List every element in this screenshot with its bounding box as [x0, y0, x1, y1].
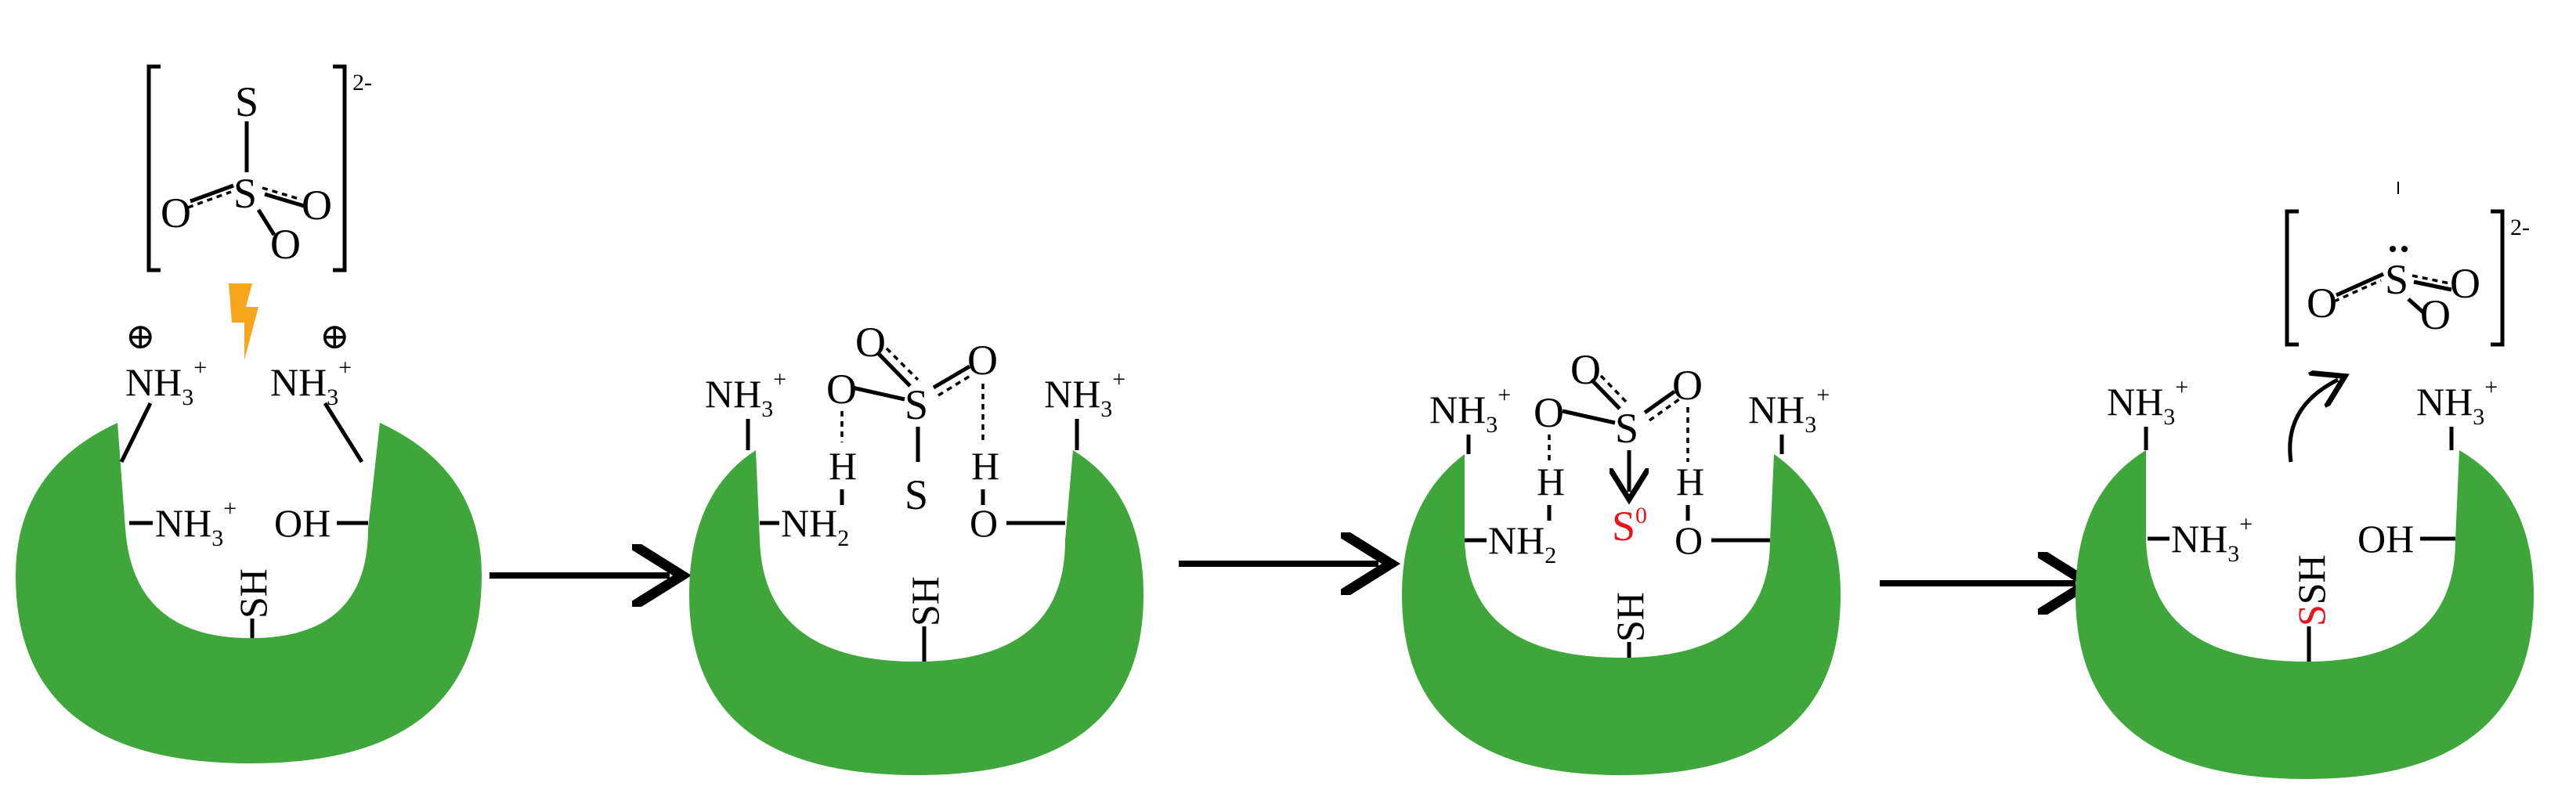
- stage-3: NH3+ NH3+ O O O S S0 H H NH2 O SH: [1402, 346, 1841, 775]
- charge-plus-left: ⊕: [125, 316, 156, 356]
- sulfate-s-central: S: [905, 381, 928, 428]
- thiosulfate-o-right: O: [302, 182, 332, 229]
- nh3-right-label: NH3+: [2416, 374, 2498, 430]
- enzyme-pocket: [689, 450, 1143, 775]
- sulfate-o-left: O: [1534, 389, 1564, 436]
- ssh-label: SSH: [2289, 554, 2333, 626]
- thiosulfate-s-terminal: S: [905, 471, 928, 518]
- nh3-inner-label: NH3+: [2171, 511, 2253, 567]
- oh-inner-label: OH: [274, 501, 331, 545]
- sulfate-o-right: O: [967, 337, 998, 384]
- nh2-inner-label: NH2: [781, 501, 849, 551]
- lightning-bolt-icon: [229, 283, 258, 360]
- charge-plus-right: ⊕: [320, 316, 350, 356]
- thiosulfate-s-central: S: [233, 170, 257, 217]
- nh3-left-label: NH3+: [2107, 374, 2188, 430]
- nh3-right-label: NH3+: [270, 355, 352, 410]
- nh3-right-label: NH3+: [1748, 382, 1830, 438]
- enzyme-pocket: [1402, 454, 1841, 775]
- o-inner-label: O: [970, 501, 998, 545]
- nh3-inner-label: NH3+: [155, 496, 237, 551]
- sh-label: SH: [903, 576, 947, 626]
- release-arrow: [2288, 380, 2338, 463]
- sulfite-charge: 2-: [2510, 215, 2530, 240]
- thiosulfate-charge: 2-: [352, 70, 372, 96]
- thiosulfate-s-terminal: S: [235, 78, 258, 125]
- nh2-inner-label: NH2: [1488, 518, 1556, 568]
- sulfite-ion: 2- S O O O: [2285, 182, 2530, 347]
- h-left-label: H: [829, 444, 857, 488]
- sh-label: SH: [231, 568, 275, 619]
- enzyme-pocket: [2076, 450, 2534, 779]
- sulfite-o-bottom: O: [2420, 291, 2451, 338]
- thiosulfate-ion: 2- S S O O O: [146, 64, 372, 272]
- o-inner-label: O: [1675, 518, 1703, 562]
- sh-label: SH: [1608, 592, 1652, 642]
- thiosulfate-o-bottom: O: [270, 221, 301, 268]
- sulfite-o-right: O: [2450, 260, 2480, 307]
- stage-1: 2- S S O O O ⊕ ⊕ NH3+ NH3+ NH3+ OH SH: [16, 64, 482, 763]
- nh3-left-label: NH3+: [125, 355, 207, 410]
- thiosulfate-o-left: O: [161, 189, 191, 236]
- sulfate-s-central: S: [1615, 405, 1638, 452]
- h-left-label: H: [1537, 460, 1565, 503]
- enzyme-pocket: [16, 423, 482, 763]
- oh-inner-label: OH: [2357, 517, 2414, 561]
- sulfite-s-central: S: [2385, 256, 2408, 303]
- stage-4: 2- S O O O NH3+ NH3+ NH3+ OH SSH: [2076, 182, 2534, 779]
- nh3-left-label: NH3+: [705, 366, 786, 422]
- h-right-label: H: [1676, 460, 1704, 503]
- sulfate-o-left: O: [826, 366, 857, 413]
- nh3-left-label: NH3+: [1429, 382, 1511, 438]
- sulfite-o-left: O: [2307, 280, 2337, 326]
- h-right-label: H: [971, 444, 999, 488]
- s0-label: S0: [1612, 503, 1647, 550]
- stage-2: NH3+ NH3+ O O O S S H H NH2 O SH: [689, 319, 1143, 775]
- nh3-right-label: NH3+: [1044, 366, 1125, 422]
